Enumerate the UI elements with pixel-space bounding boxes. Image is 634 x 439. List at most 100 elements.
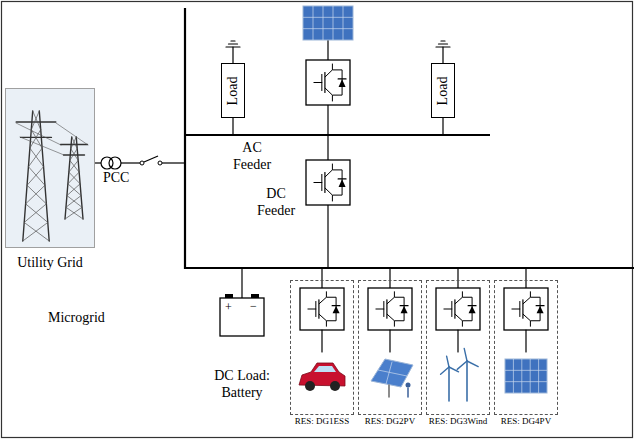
- car-wheel: [305, 381, 315, 391]
- solar-panel: [371, 359, 413, 387]
- igbt-gate: [314, 82, 322, 83]
- igbt-lead: [319, 291, 326, 304]
- tower-brace: [33, 111, 41, 130]
- ground-symbol: [441, 40, 445, 41]
- ac-feeder-line: [185, 134, 490, 136]
- igbt-gate: [321, 74, 322, 90]
- diode-bar: [400, 305, 408, 306]
- solar-panel: [505, 359, 547, 393]
- diode-lead: [394, 297, 404, 321]
- igbt-lead: [387, 314, 394, 327]
- igbt-lead: [523, 314, 530, 327]
- panel-stand: [388, 385, 390, 397]
- res-label: RES: DG3Wind: [429, 416, 487, 426]
- tower-leg: [76, 137, 83, 219]
- tower-brace: [70, 149, 77, 161]
- igbt-lead: [325, 164, 332, 178]
- pcc-wire: [95, 162, 101, 163]
- microgrid-label: Microgrid: [48, 310, 105, 327]
- tower-brace: [69, 172, 80, 184]
- load-wire: [232, 118, 233, 135]
- tower-brace: [70, 160, 79, 172]
- battery-body: [220, 298, 264, 336]
- converter-box: [368, 288, 412, 330]
- res-unit-box: RES: DG2PV: [358, 280, 422, 415]
- turbine-blade: [464, 348, 467, 361]
- diode-symbol: [469, 306, 476, 313]
- battery-label: DC Load: Battery: [206, 368, 278, 402]
- panel-grid: [530, 359, 531, 393]
- igbt-lead: [387, 291, 394, 304]
- tower-leg: [65, 137, 72, 219]
- tower-brace: [31, 111, 39, 130]
- tower-brace: [65, 207, 82, 219]
- pcc-wire: [162, 162, 185, 163]
- igbt-channel: [454, 300, 455, 318]
- feeder-label: AC Feeder: [222, 140, 282, 174]
- diode-symbol: [537, 306, 544, 313]
- dc-feeder-line: [185, 267, 634, 269]
- igbt-lead: [325, 88, 332, 102]
- turbine-blade: [467, 361, 478, 367]
- igbt-channel: [522, 300, 523, 318]
- igbt-gate: [519, 301, 520, 316]
- switch-contact: [158, 161, 162, 165]
- panel-grid: [343, 6, 344, 40]
- igbt-lead: [455, 314, 462, 327]
- igbt-gate: [444, 309, 452, 310]
- converter-box: [300, 288, 344, 330]
- panel-grid: [323, 6, 324, 40]
- turbine-blade: [441, 367, 449, 374]
- tower-leg: [39, 111, 49, 241]
- diode-bar: [536, 305, 544, 306]
- utility-grid-box: Utility Grid: [5, 88, 95, 248]
- person-figure: [406, 383, 411, 388]
- battery-terminal: [251, 294, 259, 298]
- igbt-gate: [512, 309, 520, 310]
- diode-symbol: [339, 79, 346, 87]
- res-wire: [389, 330, 390, 352]
- panel-grid: [378, 370, 407, 376]
- diode-symbol: [401, 306, 408, 313]
- panel-grid: [313, 6, 314, 40]
- power-wire: [56, 123, 88, 145]
- tower-brace: [71, 149, 78, 161]
- diode-lead: [332, 170, 342, 195]
- diode-lead: [326, 297, 336, 321]
- power-wire: [16, 123, 61, 145]
- tower-brace: [26, 185, 45, 204]
- diode-symbol: [339, 179, 346, 187]
- tower-brace: [26, 204, 48, 223]
- sky: [6, 89, 94, 247]
- converter-box: [306, 160, 350, 205]
- switch-contact: [140, 161, 144, 165]
- diode-lead: [462, 297, 472, 321]
- battery-terminal: [225, 294, 233, 298]
- ground-symbol: [439, 43, 448, 44]
- igbt-gate: [314, 182, 322, 183]
- tower-brace: [27, 185, 46, 204]
- pcc-label: PCC: [103, 170, 129, 187]
- res-wire: [321, 268, 322, 288]
- tower-arm: [61, 144, 88, 145]
- diode-bar: [338, 78, 346, 79]
- load-box: Load: [221, 63, 245, 118]
- igbt-lead: [455, 291, 462, 304]
- panel-grid: [538, 359, 539, 393]
- igbt-gate: [315, 301, 316, 316]
- res-unit-box: RES: DG3Wind: [426, 280, 490, 415]
- tower-brace: [28, 167, 45, 186]
- load-label: Load: [435, 76, 451, 105]
- res-label: RES: DG4PV: [501, 416, 551, 426]
- igbt-gate: [451, 301, 452, 316]
- panel-grid: [333, 6, 334, 40]
- res-label: RES: DG2PV: [365, 416, 415, 426]
- res-label: RES: DG1ESS: [295, 416, 349, 426]
- res-unit-box: RES: DG1ESS: [290, 280, 354, 415]
- converter-box: [436, 288, 480, 330]
- turbine-blade: [447, 356, 449, 367]
- pcc-wire: [121, 162, 140, 163]
- tower-brace: [71, 137, 76, 149]
